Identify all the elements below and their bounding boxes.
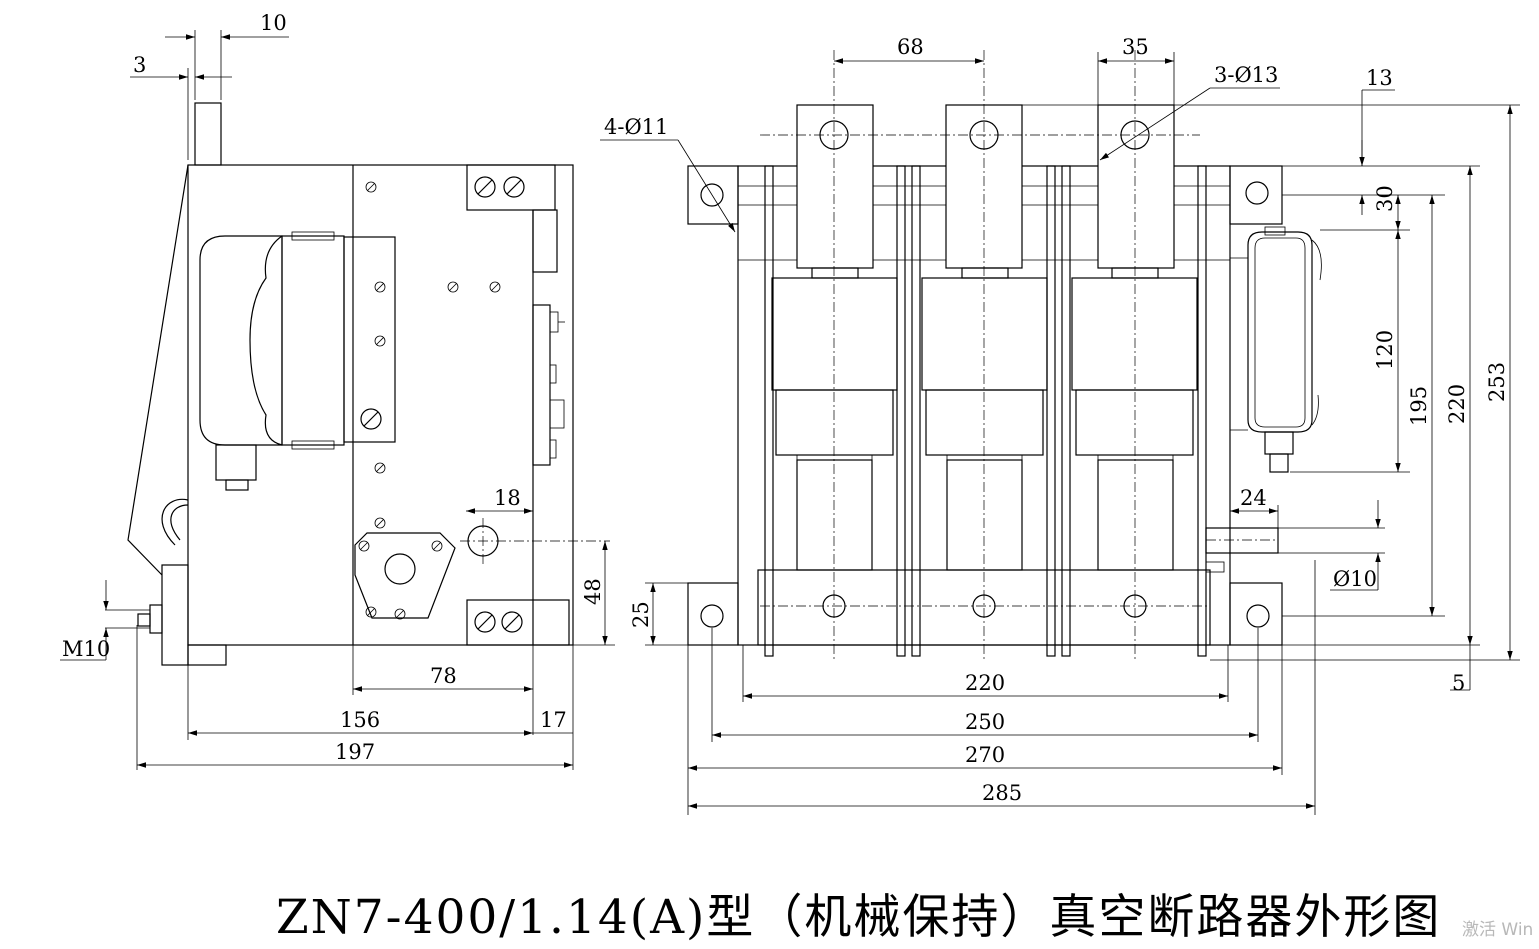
dim-m10: M10 bbox=[62, 637, 110, 661]
dim-18: 18 bbox=[494, 486, 521, 510]
front-view: 68 35 3-Ø13 4-Ø11 13 30 120 195 bbox=[600, 35, 1520, 815]
pole-left bbox=[771, 104, 898, 618]
hole-3-dia13: 3-Ø13 bbox=[1214, 63, 1278, 87]
dim-10: 10 bbox=[260, 11, 287, 35]
activation-watermark: 激活 Win bbox=[1462, 920, 1534, 940]
dim-48: 48 bbox=[581, 578, 605, 605]
dim-78: 78 bbox=[430, 664, 457, 688]
pole-middle bbox=[921, 104, 1048, 618]
dim-270: 270 bbox=[965, 743, 1005, 767]
side-view: 10 3 18 48 M10 78 156 17 197 bbox=[60, 11, 615, 770]
dim-285: 285 bbox=[982, 781, 1022, 805]
dim-195: 195 bbox=[1407, 386, 1431, 426]
top-post bbox=[194, 102, 222, 166]
side-body bbox=[187, 164, 574, 646]
dim-5: 5 bbox=[1452, 671, 1465, 695]
dim-30: 30 bbox=[1373, 185, 1397, 212]
dim-13: 13 bbox=[1366, 66, 1393, 90]
dim-68: 68 bbox=[897, 35, 924, 59]
dim-24: 24 bbox=[1240, 486, 1267, 510]
dim-17: 17 bbox=[540, 708, 567, 732]
dim-25: 25 bbox=[629, 601, 653, 628]
dim-220: 220 bbox=[965, 671, 1005, 695]
dim-35: 35 bbox=[1122, 35, 1149, 59]
dim-250: 250 bbox=[965, 710, 1005, 734]
dim-3: 3 bbox=[133, 53, 146, 77]
pole-right bbox=[1071, 104, 1198, 618]
dim-dia10: Ø10 bbox=[1333, 567, 1377, 591]
dim-220-vertical: 220 bbox=[1445, 384, 1469, 424]
hole-4-dia11: 4-Ø11 bbox=[604, 115, 668, 139]
dim-120: 120 bbox=[1373, 330, 1397, 370]
dim-253: 253 bbox=[1485, 362, 1509, 402]
drawing-title: ZN7-400/1.14(A)型（机械保持）真空断路器外形图 bbox=[276, 890, 1442, 945]
dim-156: 156 bbox=[340, 708, 380, 732]
dim-197: 197 bbox=[335, 740, 375, 764]
